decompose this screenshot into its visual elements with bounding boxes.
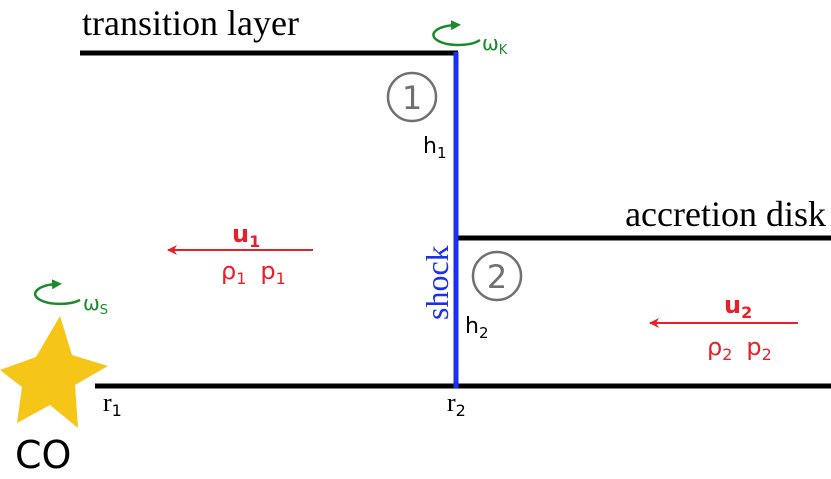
region-2-number: 2 (487, 258, 507, 296)
h1-label: h1 (423, 134, 447, 162)
flow-1-velocity: u1 (232, 220, 260, 251)
r1-label: r1 (103, 388, 122, 420)
central-object-star (0, 316, 108, 428)
omega-k-rotation: ωK (432, 20, 508, 58)
omega-s-rotation: ωS (33, 279, 108, 318)
r2-label: r2 (447, 388, 466, 420)
omega-s-label: ωS (83, 291, 108, 318)
region-2-marker: 2 (471, 250, 523, 302)
shock-label: shock (419, 245, 455, 320)
h2-label: h2 (465, 314, 489, 342)
co-label: CO (15, 433, 71, 477)
region-1-marker: 1 (386, 71, 438, 123)
flow-2-velocity: u2 (724, 291, 752, 322)
transition-layer-label: transition layer (82, 3, 299, 43)
omega-k-label: ωK (482, 31, 508, 58)
rotation-k-icon (432, 20, 481, 47)
accretion-disk-label: accretion disk (625, 194, 826, 234)
rotation-s-icon (33, 279, 81, 306)
region-1-number: 1 (402, 79, 422, 117)
